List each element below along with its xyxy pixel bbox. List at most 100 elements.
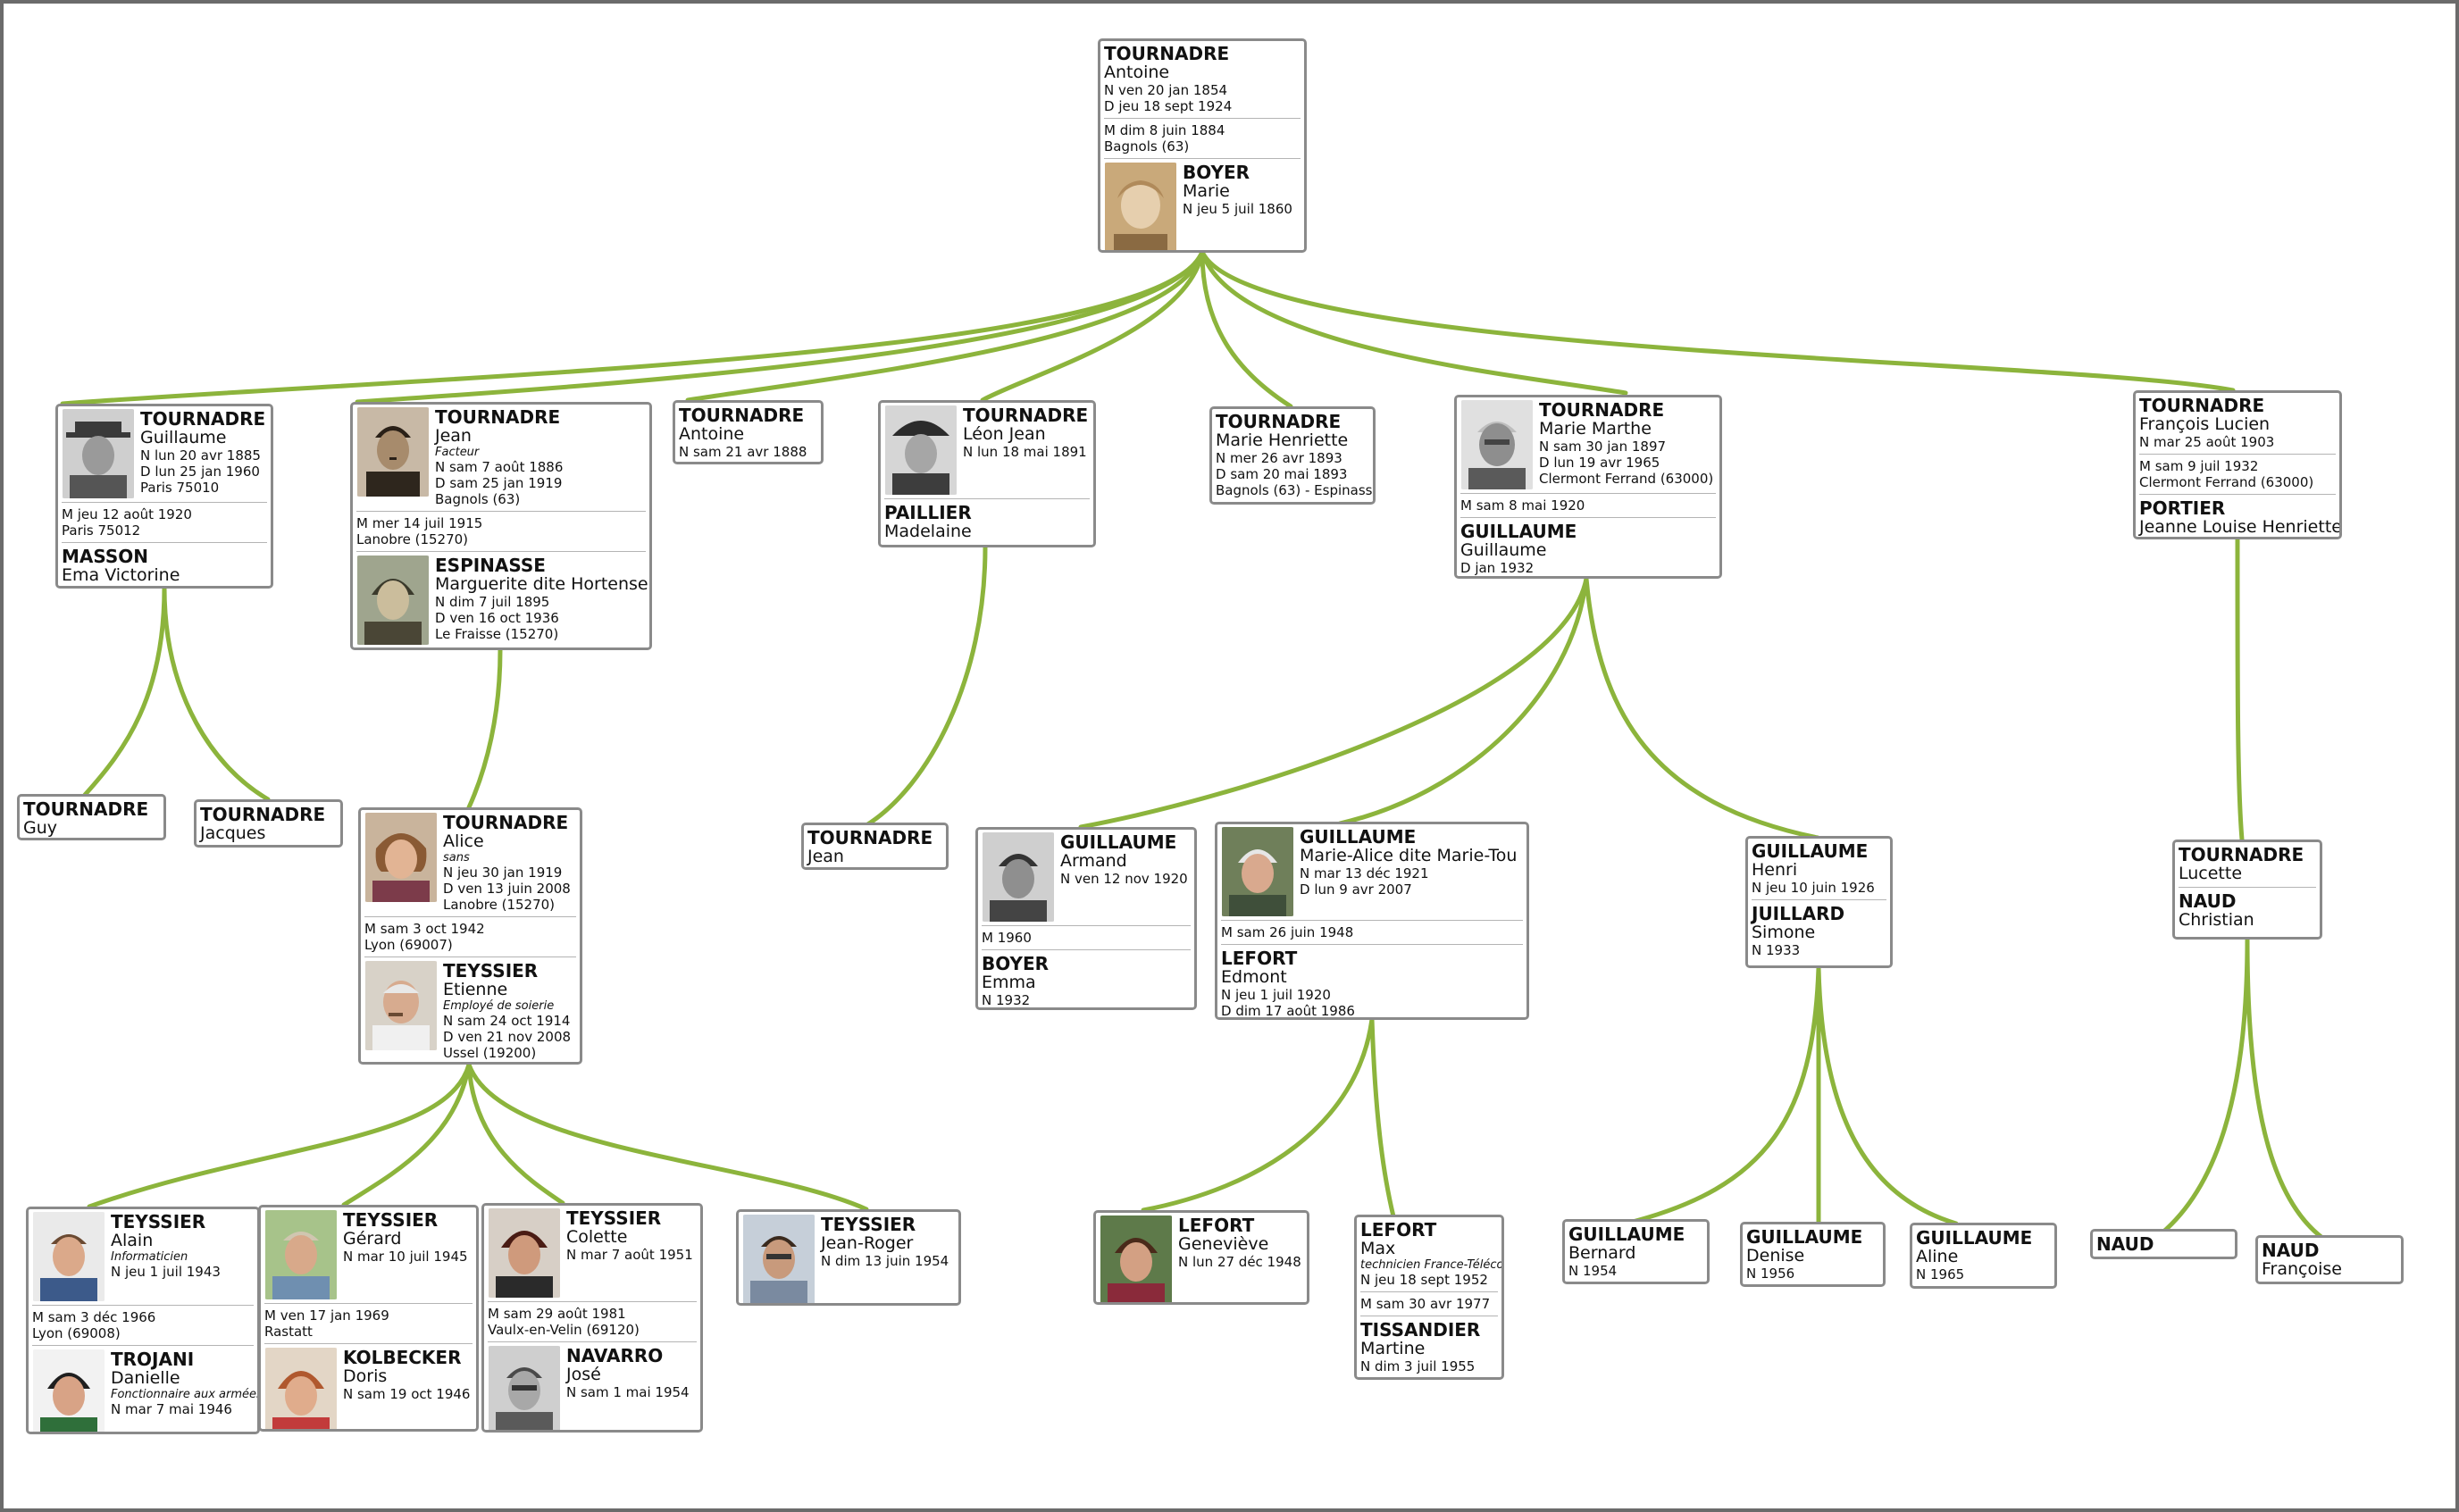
person-card-max-lefort[interactable]: LEFORT Max technicien France-Télécom N j… xyxy=(1354,1215,1504,1380)
link-alice-colette xyxy=(466,1062,565,1206)
person-card-henri-guillaume[interactable]: GUILLAUME Henri N jeu 10 juin 1926 JUILL… xyxy=(1745,836,1893,968)
given-name: Christian xyxy=(2179,910,2254,930)
given-name: Colette xyxy=(566,1227,628,1247)
marriage-info: M mer 14 juil 1915 Lanobre (15270) xyxy=(356,511,646,547)
given-name: Marie Henriette xyxy=(1216,430,1349,450)
death-line: D ven 16 oct 1936 xyxy=(435,610,559,626)
marriage-info: M sam 3 oct 1942 Lyon (69007) xyxy=(364,916,576,953)
given-name: Bernard xyxy=(1568,1243,1636,1263)
death-line: D lun 19 avr 1965 xyxy=(1539,455,1660,471)
link-root-francois xyxy=(1200,249,2236,393)
surname: TOURNADRE xyxy=(963,405,1089,426)
surname: KOLBECKER xyxy=(343,1347,462,1368)
person-card-lucette-tournadre[interactable]: TOURNADRE Lucette NAUD Christian xyxy=(2172,840,2322,940)
person-card-antoine-tournadre-1888[interactable]: TOURNADRE Antoine N sam 21 avr 1888 xyxy=(673,400,824,464)
given-name: Aline xyxy=(1916,1247,1959,1266)
person-card-denise-guillaume[interactable]: GUILLAUME Denise N 1956 xyxy=(1740,1222,1886,1287)
person-card-leon-tournadre[interactable]: TOURNADRE Léon Jean N lun 18 mai 1891 PA… xyxy=(878,400,1096,547)
person-card-francoise-naud[interactable]: NAUD Françoise xyxy=(2255,1235,2404,1284)
person-card-marie-marthe-tournadre[interactable]: TOURNADRE Marie Marthe N sam 30 jan 1897… xyxy=(1454,395,1722,579)
given-name: Edmont xyxy=(1221,967,1287,987)
death-line: D jan 1932 xyxy=(1460,560,1535,576)
surname: NAVARRO xyxy=(566,1345,664,1366)
marriage-place: Paris 75012 xyxy=(62,522,141,539)
person-card-naud[interactable]: NAUD xyxy=(2090,1229,2237,1259)
person-card-guy-tournadre[interactable]: TOURNADRE Guy xyxy=(17,794,166,840)
birth-line: N 1965 xyxy=(1916,1266,1965,1282)
person-card-antoine-tournadre[interactable]: TOURNADRE Antoine N ven 20 jan 1854 D je… xyxy=(1098,38,1307,253)
marriage-date: M sam 8 mai 1920 xyxy=(1460,497,1585,514)
surname: TEYSSIER xyxy=(443,960,539,982)
person-card-marie-alice-guillaume[interactable]: GUILLAUME Marie-Alice dite Marie-Tou N m… xyxy=(1215,822,1529,1020)
link-marie-alice-max xyxy=(1369,1016,1396,1219)
person-card-marie-henriette-tournadre[interactable]: TOURNADRE Marie Henriette N mer 26 avr 1… xyxy=(1209,406,1376,505)
given-name: Guillaume xyxy=(1460,540,1547,560)
given-name: Marguerite dite Hortense xyxy=(435,574,648,594)
surname: TEYSSIER xyxy=(821,1214,916,1235)
birth-line: N jeu 10 juin 1926 xyxy=(1752,880,1875,896)
person-card-alice-tournadre[interactable]: TOURNADRE Alice sans N jeu 30 jan 1919 D… xyxy=(358,807,582,1065)
given-name: Doris xyxy=(343,1366,388,1386)
birth-line: N lun 20 avr 1885 xyxy=(140,447,261,464)
surname: LEFORT xyxy=(1221,948,1298,969)
person-card-alain-teyssier[interactable]: TEYSSIER Alain Informaticien N jeu 1 jui… xyxy=(26,1207,260,1434)
death-line: D sam 20 mai 1893 xyxy=(1216,466,1348,482)
given-name: Madelaine xyxy=(884,522,972,541)
portrait-photo xyxy=(32,1212,105,1301)
birth-line: N 1932 xyxy=(982,992,1031,1008)
portrait-photo xyxy=(364,961,438,1050)
surname: TISSANDIER xyxy=(1360,1319,1481,1341)
birth-line: N sam 24 oct 1914 xyxy=(443,1013,571,1029)
surname: BOYER xyxy=(1183,162,1250,183)
place-line: Ussel (19200) xyxy=(443,1045,537,1061)
link-jean-alice xyxy=(466,647,503,810)
place-line: Le Fraisse (15270) xyxy=(435,626,559,642)
person-card-jean-roger-teyssier[interactable]: TEYSSIER Jean-Roger N dim 13 juin 1954 xyxy=(736,1209,961,1306)
person-card-gerard-teyssier[interactable]: TEYSSIER Gérard N mar 10 juil 1945 M ven… xyxy=(258,1205,479,1432)
given-name: Antoine xyxy=(1104,63,1170,82)
surname: ESPINASSE xyxy=(435,555,546,576)
birth-line: N ven 12 nov 1920 xyxy=(1060,871,1188,887)
marriage-info: M sam 26 juin 1948 xyxy=(1221,920,1523,940)
person-card-jean-tournadre[interactable]: TOURNADRE Jean Facteur N sam 7 août 1886… xyxy=(350,402,652,650)
birth-line: N mer 26 avr 1893 xyxy=(1216,450,1342,466)
surname: JUILLARD xyxy=(1752,903,1845,924)
occupation: Informaticien xyxy=(111,1250,188,1264)
person-card-genevieve-lefort[interactable]: LEFORT Geneviève N lun 27 déc 1948 xyxy=(1093,1210,1309,1305)
surname: GUILLAUME xyxy=(1060,831,1177,853)
birth-line: N sam 7 août 1886 xyxy=(435,459,564,475)
surname: TOURNADRE xyxy=(435,406,561,428)
surname: TOURNADRE xyxy=(679,405,805,426)
given-name: Marie-Alice dite Marie-Tou xyxy=(1300,846,1518,865)
marriage-info: M 1960 xyxy=(982,925,1191,946)
surname: GUILLAUME xyxy=(1752,840,1869,862)
surname: TOURNADRE xyxy=(140,408,266,430)
death-line: D ven 13 juin 2008 xyxy=(443,881,571,897)
person-card-colette-teyssier[interactable]: TEYSSIER Colette N mar 7 août 1951 M sam… xyxy=(481,1203,703,1433)
person-card-guillaume-tournadre[interactable]: TOURNADRE Guillaume N lun 20 avr 1885 D … xyxy=(55,404,273,589)
birth-line: N ven 20 jan 1854 xyxy=(1104,82,1228,98)
birth-line: N sam 21 avr 1888 xyxy=(679,444,807,460)
person-card-jean-tournadre-2[interactable]: TOURNADRE Jean xyxy=(801,823,949,870)
marriage-info: M sam 9 juil 1932 Clermont Ferrand (6300… xyxy=(2139,454,2336,490)
surname: NAUD xyxy=(2262,1240,2320,1261)
person-card-jacques-tournadre[interactable]: TOURNADRE Jacques xyxy=(194,799,343,848)
marriage-info: M ven 17 jan 1969 Rastatt xyxy=(264,1303,473,1340)
given-name: Guillaume xyxy=(140,428,227,447)
person-card-bernard-guillaume[interactable]: GUILLAUME Bernard N 1954 xyxy=(1562,1219,1710,1284)
birth-line: N mar 7 août 1951 xyxy=(566,1247,693,1263)
birth-line: N lun 27 déc 1948 xyxy=(1178,1254,1301,1270)
marriage-place: Clermont Ferrand (63000) xyxy=(2139,474,2314,490)
link-root-jean xyxy=(355,249,1205,405)
person-card-armand-guillaume[interactable]: GUILLAUME Armand N ven 12 nov 1920 M 196… xyxy=(975,827,1197,1010)
given-name: Marie xyxy=(1183,181,1230,201)
person-card-francois-tournadre[interactable]: TOURNADRE François Lucien N mar 25 août … xyxy=(2133,390,2342,539)
surname: NAUD xyxy=(2096,1233,2154,1255)
marriage-place: Rastatt xyxy=(264,1324,313,1340)
portrait-photo xyxy=(488,1346,561,1430)
link-alice-alain xyxy=(87,1062,472,1209)
person-card-aline-guillaume[interactable]: GUILLAUME Aline N 1965 xyxy=(1910,1223,2057,1289)
given-name: Alain xyxy=(111,1231,154,1250)
surname: PAILLIER xyxy=(884,502,972,523)
death-line: D lun 9 avr 2007 xyxy=(1300,881,1412,898)
